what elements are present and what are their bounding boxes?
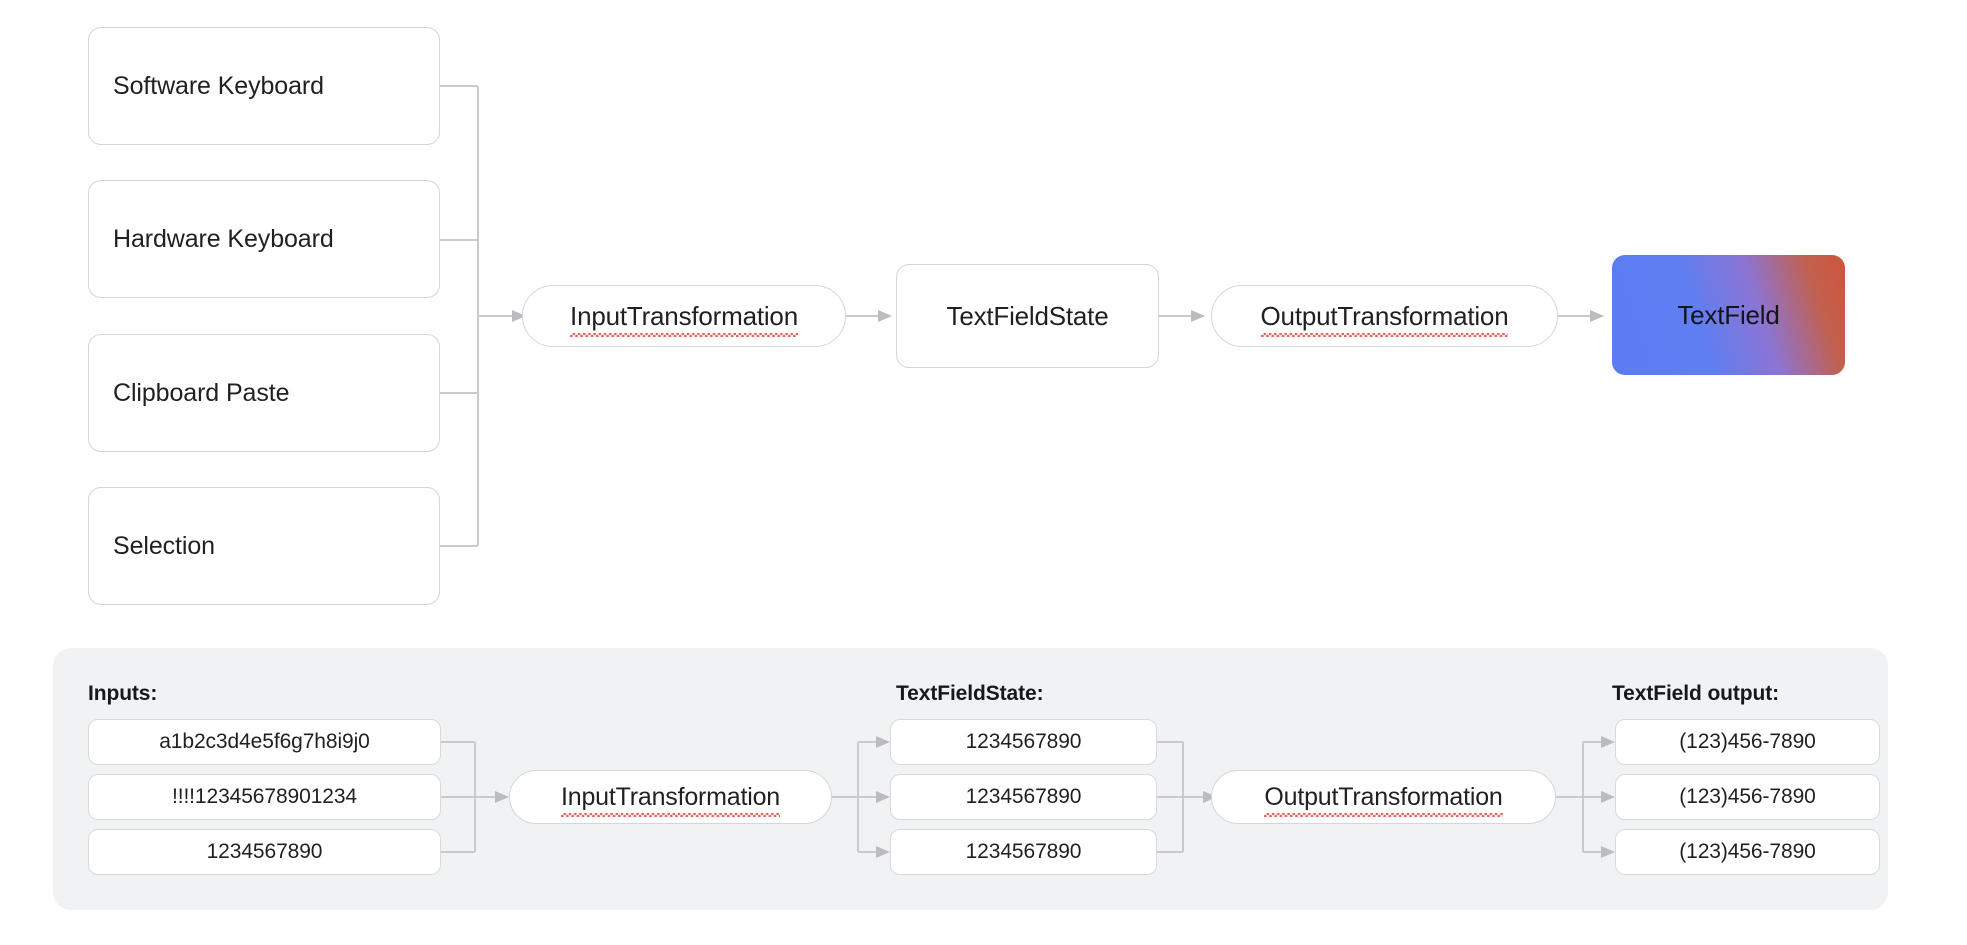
panel-node-label: InputTransformation [561,782,780,817]
arrowhead-into-output-transformation [1191,310,1205,322]
panel-output-value: (123)456-7890 [1615,829,1880,875]
pipeline-node-label: InputTransformation [570,300,798,337]
source-node-hardware-keyboard[interactable]: Hardware Keyboard [88,180,440,298]
source-node-selection[interactable]: Selection [88,487,440,605]
pipeline-node-input-transformation[interactable]: InputTransformation [522,285,846,347]
source-node-label: Software Keyboard [113,71,324,100]
panel-state-value: 1234567890 [890,719,1157,765]
arrowhead-into-textfield [1590,310,1604,322]
source-node-label: Selection [113,531,215,560]
panel-column-title-textfieldstate: TextFieldState: [896,682,1044,705]
panel-node-input-transformation[interactable]: InputTransformation [509,770,832,824]
pipeline-node-textfield[interactable]: TextField [1612,255,1845,375]
panel-column-title-inputs: Inputs: [88,682,158,705]
panel-node-output-transformation[interactable]: OutputTransformation [1211,770,1556,824]
source-node-label: Hardware Keyboard [113,224,334,253]
panel-output-value: (123)456-7890 [1615,774,1880,820]
panel-output-value: (123)456-7890 [1615,719,1880,765]
pipeline-node-textfieldstate[interactable]: TextFieldState [896,264,1159,368]
arrowhead-into-textfieldstate [878,310,892,322]
panel-state-value: 1234567890 [890,829,1157,875]
panel-input-value: !!!!12345678901234 [88,774,441,820]
pipeline-node-label: OutputTransformation [1260,300,1509,337]
pipeline-node-label: TextFieldState [946,300,1109,331]
panel-input-value: a1b2c3d4e5f6g7h8i9j0 [88,719,441,765]
panel-node-label: OutputTransformation [1264,782,1503,817]
panel-input-value: 1234567890 [88,829,441,875]
pipeline-node-output-transformation[interactable]: OutputTransformation [1211,285,1558,347]
source-node-label: Clipboard Paste [113,378,290,407]
source-node-clipboard-paste[interactable]: Clipboard Paste [88,334,440,452]
panel-column-title-textfield-output: TextField output: [1612,682,1780,705]
panel-state-value: 1234567890 [890,774,1157,820]
pipeline-node-label: TextField [1677,299,1780,330]
source-node-software-keyboard[interactable]: Software Keyboard [88,27,440,145]
